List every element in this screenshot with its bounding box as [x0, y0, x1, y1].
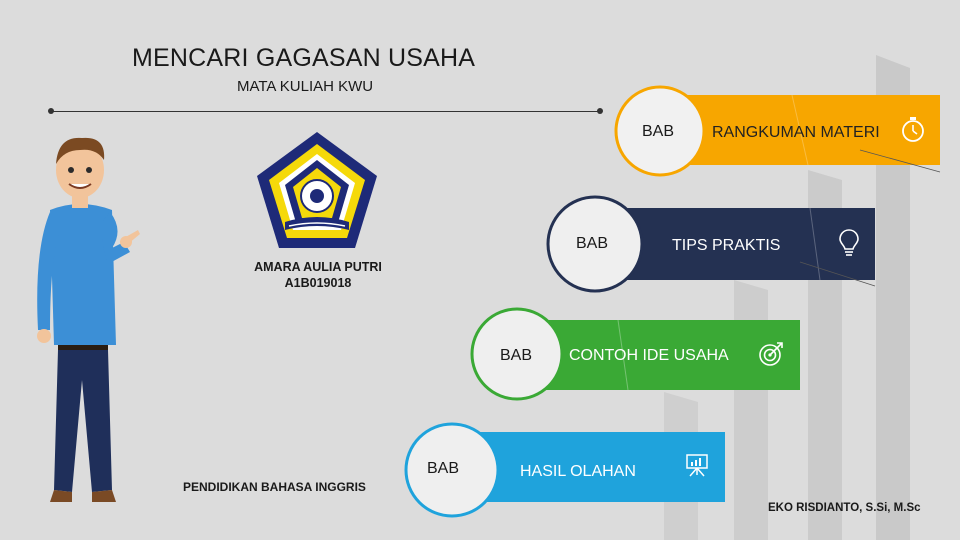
divider-line — [50, 111, 600, 112]
step-4-bab: BAB — [427, 460, 460, 477]
lightbulb-icon — [839, 229, 859, 256]
department-label: PENDIDIKAN BAHASA INGGRIS — [183, 480, 366, 494]
step-3-bab: BAB — [500, 347, 533, 364]
pointing-man-illustration — [37, 137, 140, 502]
step-2-bab: BAB — [576, 235, 609, 252]
step-4-label: HASIL OLAHAN — [520, 463, 636, 480]
presenter-name: AMARA AULIA PUTRI — [254, 260, 382, 274]
presenter-student-id: A1B019018 — [284, 276, 352, 290]
step-3-label: CONTOH IDE USAHA — [569, 347, 729, 364]
divider-dot-left — [48, 108, 54, 114]
university-emblem-logo — [257, 132, 377, 248]
page-title: MENCARI GAGASAN USAHA — [132, 44, 476, 72]
stopwatch-icon — [902, 117, 924, 142]
step-2-label: TIPS PRAKTIS — [672, 237, 781, 254]
step-1-label: RANGKUMAN MATERI — [712, 124, 880, 141]
lecturer-name: EKO RISDIANTO, S.Si, M.Sc — [768, 502, 921, 514]
presenter-info: AMARA AULIA PUTRI A1B019018 — [241, 259, 395, 291]
target-icon — [759, 342, 783, 366]
page-subtitle: MATA KULIAH KWU — [237, 78, 374, 95]
presentation-board-icon — [686, 454, 708, 477]
divider-dot-right — [597, 108, 603, 114]
step-1-bab: BAB — [642, 123, 675, 140]
